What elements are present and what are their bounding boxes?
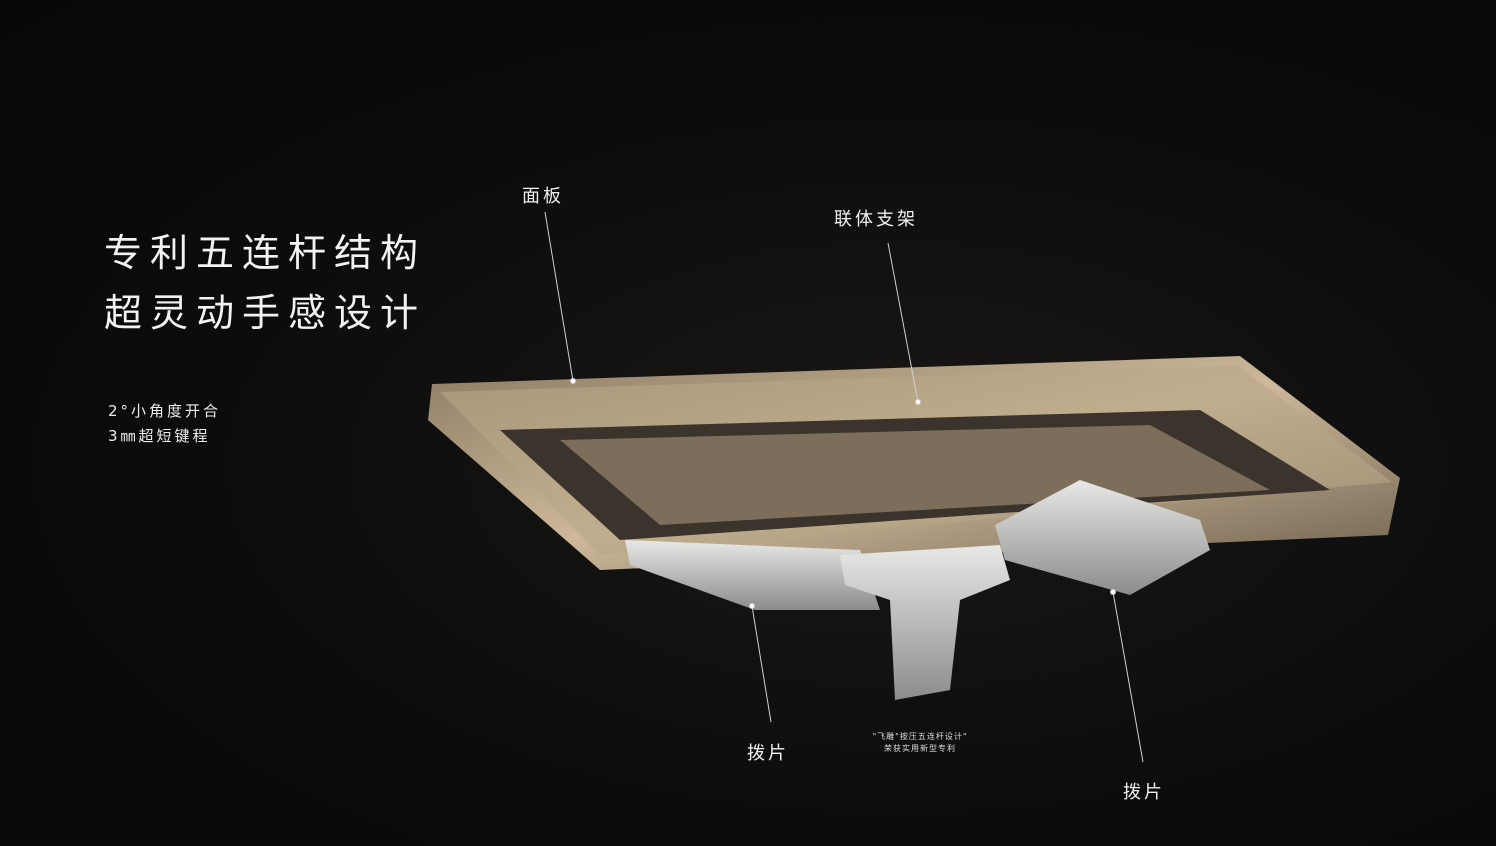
label-panel: 面板 (522, 186, 564, 207)
patent-note-line-2: 荣获实用新型专利 (884, 744, 956, 753)
callout-lines (544, 211, 1144, 763)
feature-travel: 3㎜超短键程 (108, 427, 211, 445)
label-paddle-left: 拨片 (747, 743, 789, 764)
label-bracket: 联体支架 (834, 209, 918, 230)
patent-note-line-1: "飞雕"按压五连杆设计" (872, 732, 968, 741)
panel-shape (428, 356, 1400, 570)
headline-line-2: 超灵动手感设计 (104, 291, 427, 335)
bracket-shape (625, 480, 1210, 700)
patent-note: "飞雕"按压五连杆设计" 荣获实用新型专利 (850, 731, 990, 755)
label-paddle-right: 拨片 (1123, 782, 1165, 803)
headline-line-1: 专利五连杆结构 (104, 231, 427, 275)
feature-angle: 2°小角度开合 (108, 402, 222, 420)
